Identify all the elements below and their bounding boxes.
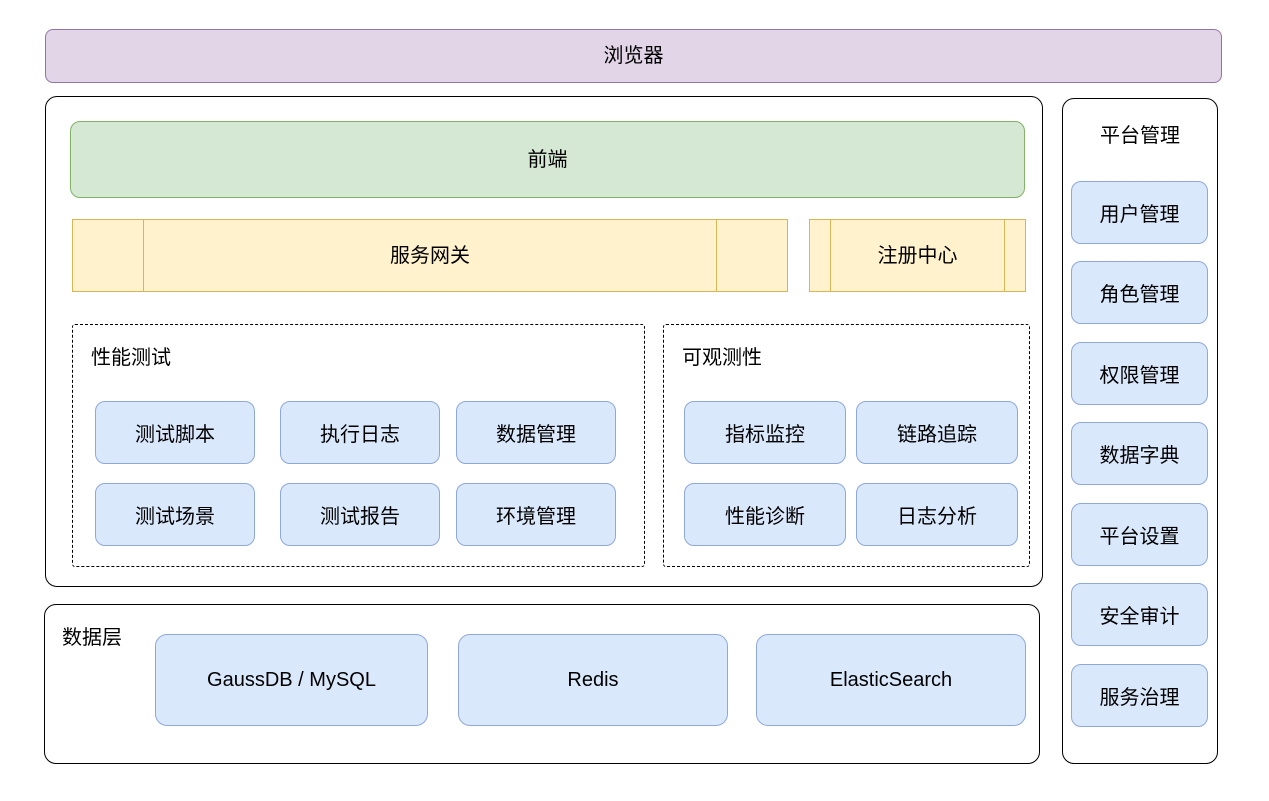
admin-role-management: 角色管理	[1071, 261, 1208, 324]
module-environment-management: 环境管理	[456, 483, 616, 546]
browser-layer-label: 浏览器	[603, 45, 664, 67]
data-layer-panel: 数据层 GaussDB / MySQL Redis ElasticSearch	[44, 604, 1040, 764]
datastore-elasticsearch: ElasticSearch	[756, 634, 1026, 726]
performance-testing-title: 性能测试	[91, 347, 171, 369]
admin-user-management: 用户管理	[1071, 181, 1208, 244]
admin-security-audit: 安全审计	[1071, 583, 1208, 646]
main-panel: 前端 服务网关 注册中心 性能测试 测试脚本 执行日志 数据管理 测试场景 测试…	[45, 96, 1043, 587]
module-test-scenario: 测试场景	[95, 483, 255, 546]
admin-platform-settings: 平台设置	[1071, 503, 1208, 566]
module-data-management: 数据管理	[456, 401, 616, 464]
process-divider-left	[143, 220, 144, 291]
module-link-tracing: 链路追踪	[856, 401, 1018, 464]
datastore-redis: Redis	[458, 634, 728, 726]
browser-layer-bar: 浏览器	[45, 29, 1222, 83]
process-divider-right	[716, 220, 717, 291]
data-layer-title: 数据层	[62, 627, 122, 649]
service-gateway-label: 服务网关	[390, 244, 470, 267]
service-gateway-bar: 服务网关	[72, 219, 788, 292]
admin-service-governance: 服务治理	[1071, 664, 1208, 727]
process-divider-left	[830, 220, 831, 291]
module-execution-log: 执行日志	[280, 401, 440, 464]
module-test-report: 测试报告	[280, 483, 440, 546]
process-divider-right	[1004, 220, 1005, 291]
registry-center-bar: 注册中心	[809, 219, 1026, 292]
registry-center-label: 注册中心	[877, 244, 958, 267]
module-metrics-monitoring: 指标监控	[684, 401, 846, 464]
module-performance-diagnosis: 性能诊断	[684, 483, 846, 546]
platform-management-panel: 平台管理 用户管理 角色管理 权限管理 数据字典 平台设置 安全审计 服务治理	[1062, 98, 1218, 764]
admin-permission-management: 权限管理	[1071, 342, 1208, 405]
observability-title: 可观测性	[682, 347, 762, 369]
module-log-analysis: 日志分析	[856, 483, 1018, 546]
frontend-bar: 前端	[70, 121, 1025, 198]
observability-group: 可观测性 指标监控 链路追踪 性能诊断 日志分析	[663, 324, 1030, 567]
platform-management-title: 平台管理	[1100, 125, 1180, 147]
performance-testing-group: 性能测试 测试脚本 执行日志 数据管理 测试场景 测试报告 环境管理	[72, 324, 645, 567]
admin-data-dictionary: 数据字典	[1071, 422, 1208, 485]
frontend-label: 前端	[527, 148, 568, 171]
datastore-gaussdb-mysql: GaussDB / MySQL	[155, 634, 428, 726]
module-test-script: 测试脚本	[95, 401, 255, 464]
